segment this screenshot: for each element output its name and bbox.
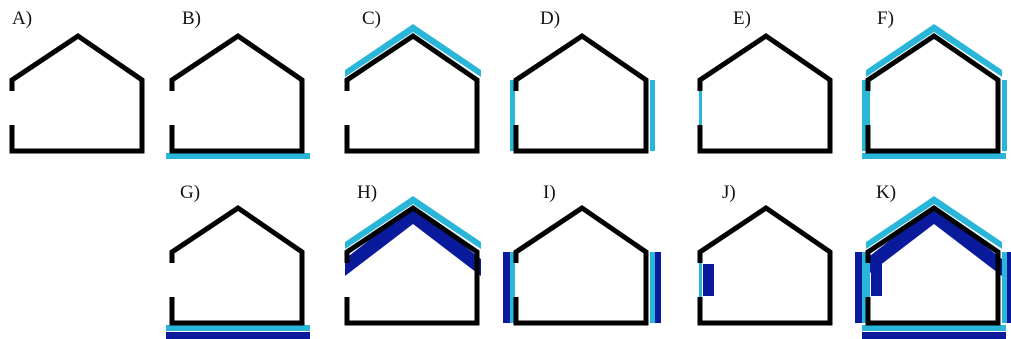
house-outline (169, 204, 305, 326)
house-panel (855, 196, 1011, 339)
floor-insulation-light (166, 325, 310, 331)
floor-insulation-dark (166, 332, 310, 339)
panel-label: I) (543, 182, 556, 203)
panel-label: K) (876, 182, 896, 203)
house-panel (697, 204, 833, 326)
house-outline (513, 32, 649, 154)
house-outline (344, 204, 480, 326)
left-wall-insulation-light (510, 80, 515, 151)
house-panel (510, 32, 655, 154)
house-outline (697, 32, 833, 154)
window-glazing-light (867, 91, 870, 125)
house-outline (9, 32, 145, 154)
panel-label: G) (180, 182, 200, 203)
roof-insulation-dark (866, 206, 1002, 276)
floor-insulation-light (862, 153, 1006, 159)
right-wall-insulation-light (1002, 252, 1007, 323)
panel-label: J) (722, 182, 736, 203)
left-wall-insulation-light (862, 80, 867, 151)
left-wall-insulation-light (510, 252, 515, 323)
panel-label: D) (540, 8, 560, 29)
right-wall-insulation-dark (650, 252, 661, 323)
house-panel (344, 24, 481, 154)
house-panel (344, 196, 481, 326)
house-panel (503, 204, 661, 326)
house-outline (513, 204, 649, 326)
panel-label: E) (733, 8, 751, 29)
panel-label: A) (12, 8, 32, 29)
house-panel (166, 32, 310, 159)
floor-insulation-light (166, 153, 310, 159)
house-outline (865, 204, 1001, 326)
floor-insulation-light (862, 325, 1006, 331)
panel-label: B) (182, 8, 201, 29)
house-outline (169, 32, 305, 154)
right-wall-insulation-light (650, 80, 655, 151)
right-wall-insulation-light (1002, 80, 1007, 151)
panel-label: H) (357, 182, 377, 203)
window-glazing-light (699, 91, 702, 125)
house-outline (344, 32, 480, 154)
left-wall-insulation-dark (503, 252, 514, 323)
window-glazing-dark (703, 264, 714, 296)
house-panel (862, 24, 1007, 159)
window-glazing-light (699, 263, 702, 297)
window-glazing-dark (871, 264, 882, 296)
house-panel (166, 204, 310, 339)
left-wall-insulation-dark (855, 252, 866, 323)
house-panel (697, 32, 833, 154)
panel-label: F) (877, 8, 894, 29)
floor-insulation-dark (862, 332, 1006, 339)
left-wall-insulation-light (862, 252, 867, 323)
right-wall-insulation-light (650, 252, 655, 323)
roof-insulation-dark (345, 206, 481, 276)
window-glazing-light (867, 263, 870, 297)
house-outline (697, 204, 833, 326)
panel-label: C) (362, 8, 381, 29)
house-outline (865, 32, 1001, 154)
house-panel (9, 32, 145, 154)
